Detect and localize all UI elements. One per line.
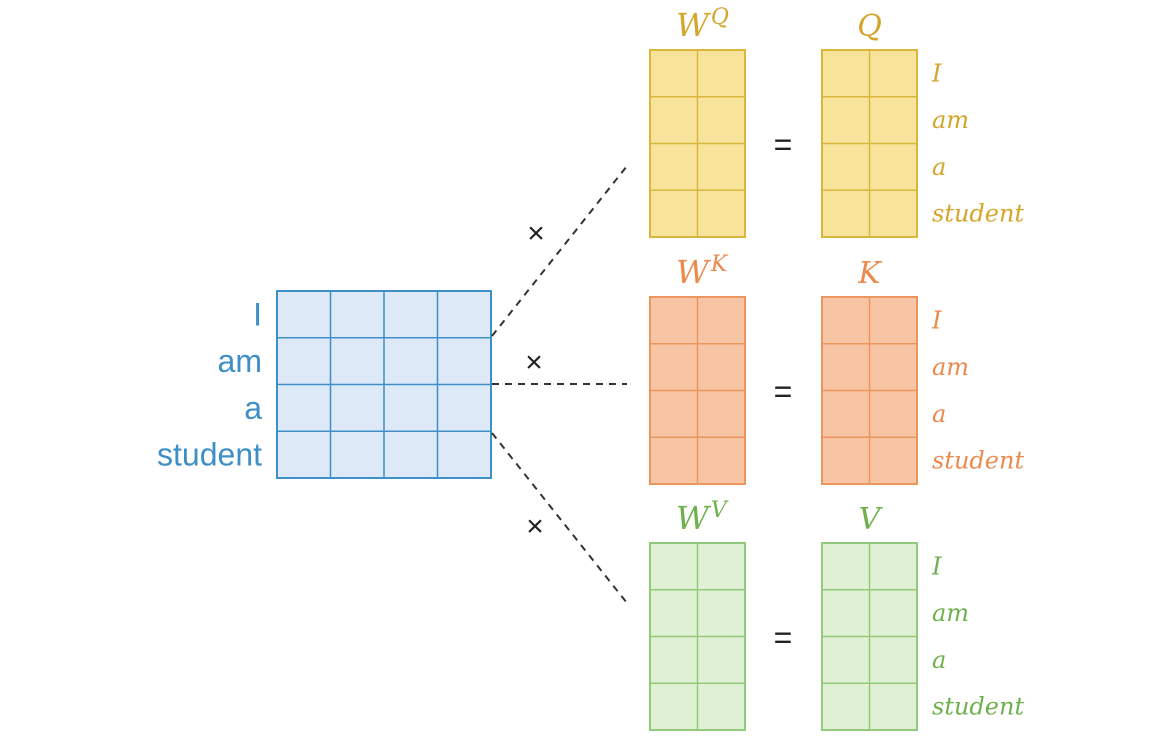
value-weight-title: WV <box>676 498 729 537</box>
output-row-label: student <box>932 693 1024 721</box>
input-embedding-matrix: Iam a student <box>157 290 492 479</box>
query-output-matrix <box>821 49 918 238</box>
multiply-sign: × <box>527 217 545 250</box>
key-output-label: K <box>857 256 882 291</box>
output-row-label: am <box>932 599 969 627</box>
output-row-label: I <box>931 59 942 87</box>
output-row-label: a <box>932 153 946 181</box>
key-weight-matrix <box>649 296 746 485</box>
multiply-sign: × <box>526 510 544 543</box>
input-row-labels: Iam a student <box>157 296 262 472</box>
output-row-label: a <box>932 646 946 674</box>
query-weight-matrix <box>649 49 746 238</box>
weight-base: W <box>676 6 712 44</box>
weight-superscript: V <box>711 498 729 523</box>
equals-sign: = <box>774 374 793 410</box>
dashed-connector <box>491 165 628 337</box>
value-output-matrix <box>821 542 918 731</box>
input-row-label: I <box>253 296 262 332</box>
value-weight-matrix <box>649 542 746 731</box>
output-row-label: I <box>931 306 942 334</box>
output-row-label: I <box>931 552 942 580</box>
key-weight-title: WK <box>676 252 729 291</box>
multiply-sign: × <box>525 346 543 379</box>
output-row-label: am <box>932 353 969 381</box>
qkv-branches: WQ=QIamastudentWK=KIamastudentWV=VIamast… <box>649 5 1024 731</box>
output-row-label: student <box>932 447 1024 475</box>
output-row-label: am <box>932 106 969 134</box>
equals-sign: = <box>774 127 793 163</box>
query-output-label: Q <box>857 9 882 44</box>
weight-superscript: K <box>710 252 729 277</box>
input-row-label: a <box>244 390 262 426</box>
output-row-label: student <box>932 200 1024 228</box>
dashed-connector <box>491 432 628 604</box>
multiply-operators: × × × <box>525 217 545 543</box>
weight-base: W <box>676 253 712 291</box>
equals-sign: = <box>774 620 793 656</box>
projection-connectors <box>491 165 628 604</box>
query-weight-title: WQ <box>676 5 729 44</box>
key-output-matrix <box>821 296 918 485</box>
input-row-label: student <box>157 437 262 473</box>
input-row-label: am <box>218 343 262 379</box>
output-row-label: a <box>932 400 946 428</box>
input-matrix-grid <box>277 291 491 478</box>
weight-superscript: Q <box>711 5 729 30</box>
weight-base: W <box>676 499 712 537</box>
value-output-label: V <box>859 502 884 537</box>
